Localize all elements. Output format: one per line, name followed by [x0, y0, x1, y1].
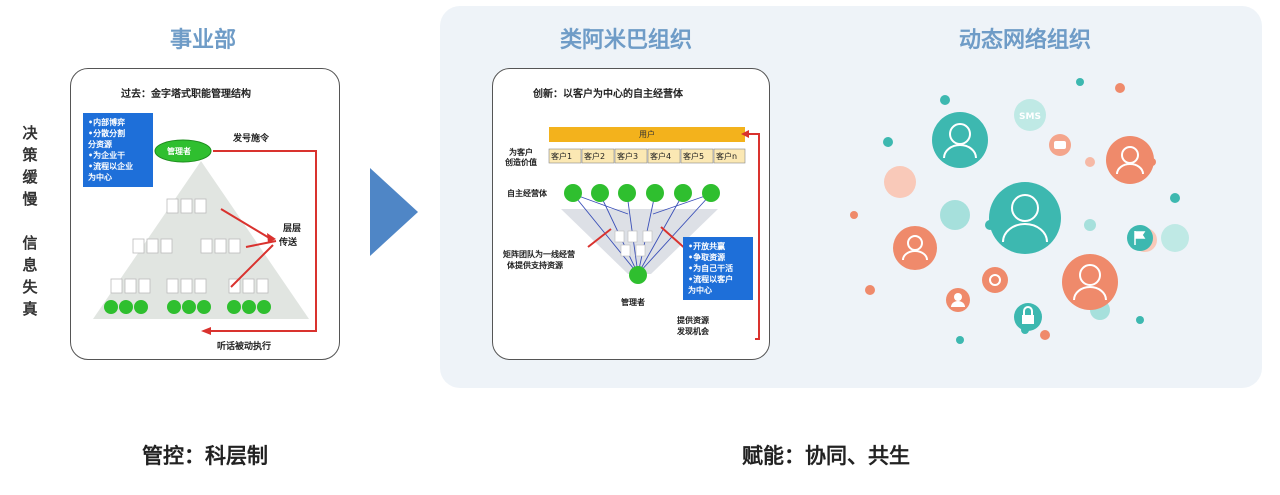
- provide-label-2: 发现机会: [677, 327, 709, 336]
- execute-label: 听话被动执行: [217, 342, 272, 352]
- network-dots: [850, 78, 1180, 344]
- network-illustration: SMS: [850, 78, 1189, 344]
- provide-label-1: 提供资源: [677, 316, 709, 325]
- customer-4: 客户4: [650, 152, 672, 161]
- amoeba-manager-label: 管理者: [621, 298, 645, 307]
- customer-1: 客户1: [551, 152, 573, 161]
- avatar-top-left: [932, 112, 988, 168]
- platform-label-2: 体提供支持资源: [507, 261, 563, 270]
- chat-icon: [1049, 134, 1071, 156]
- pyramid-diagram: [93, 139, 317, 335]
- section-title-amoeba: 类阿米巴组织: [559, 28, 692, 53]
- customer-n: 客户n: [716, 152, 738, 161]
- create-value-1: 为客户: [509, 148, 533, 157]
- avatar-left: [893, 226, 937, 270]
- soft-circle: [940, 200, 970, 230]
- platform-label-1: 矩阵团队为一线经营: [503, 250, 575, 259]
- section-title-division: 事业部: [169, 28, 236, 53]
- sync-icon: [982, 267, 1008, 293]
- create-value-2: 创造价值: [505, 158, 537, 167]
- transition-arrow: [370, 168, 418, 256]
- sms-icon: SMS: [1014, 99, 1046, 131]
- amoeba-card: 创新：以客户为中心的自主经营体 用户 为客户 创造价值 客户1 客户2 客户3 …: [492, 68, 770, 360]
- flag-icon: [1127, 225, 1153, 251]
- pyramid-title: 过去：金字塔式职能管理结构: [121, 89, 251, 100]
- amoeba-blue-box: •开放共赢 •争取资源 •为自己干活 •流程以客户 为中心: [683, 237, 753, 300]
- lock-icon: [1014, 303, 1042, 331]
- avatar-center: [989, 182, 1061, 254]
- amoeba-diagram: [548, 127, 760, 340]
- customer-2: 客户2: [584, 152, 606, 161]
- soft-circle: [884, 166, 916, 198]
- side-text-info-distortion: 信 息 失 真: [22, 234, 38, 318]
- bottom-label-empower: 赋能：协同、共生: [742, 444, 910, 468]
- customer-5: 客户5: [683, 152, 705, 161]
- avatar-right: [1106, 136, 1154, 184]
- users-label: 用户: [639, 130, 655, 139]
- layered-label-1: 层层: [283, 224, 302, 234]
- amoeba-title: 创新：以客户为中心的自主经营体: [533, 89, 683, 100]
- customer-3: 客户3: [617, 152, 639, 161]
- self-unit-label: 自主经营体: [507, 189, 547, 198]
- svg-text:SMS: SMS: [1019, 112, 1041, 122]
- side-text-slow-decision: 决 策 缓 慢: [22, 124, 38, 208]
- pyramid-blue-box: •内部博弈 •分散分割 分资源 •为企业干 •流程以企业 为中心: [83, 113, 153, 187]
- pyramid-manager-label: 管理者: [167, 147, 191, 156]
- bottom-label-control: 管控：科层制: [142, 444, 268, 468]
- avatar-bottom-right: [1062, 254, 1118, 310]
- pyramid-card: 过去：金字塔式职能管理结构 •内部博弈 •分散分割 分资源 •为企业干 •流程以…: [70, 68, 340, 360]
- section-title-network: 动态网络组织: [958, 28, 1091, 53]
- user-icon: [946, 288, 970, 312]
- layered-label-2: 传送: [279, 238, 298, 248]
- soft-circle: [1161, 224, 1189, 252]
- command-label: 发号施令: [233, 134, 270, 144]
